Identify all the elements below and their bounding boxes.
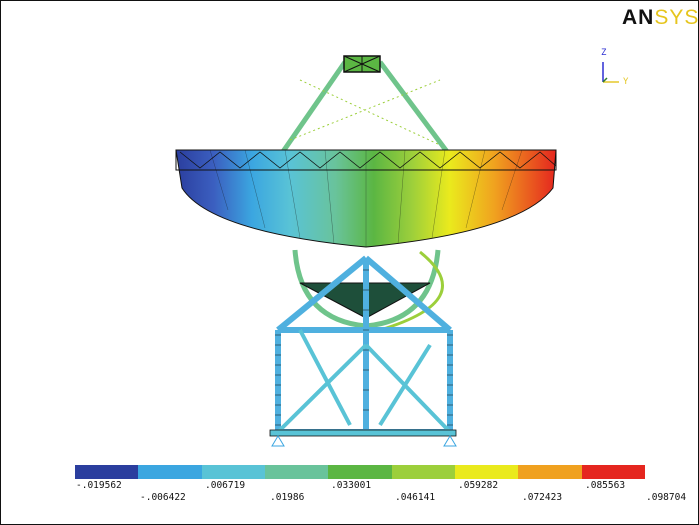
y-axis-label: Y	[623, 77, 629, 87]
legend-swatch	[264, 465, 329, 479]
legend-swatch	[391, 465, 455, 479]
contour-legend-bar	[75, 465, 645, 479]
antenna-model-view	[175, 55, 557, 447]
legend-label: .059282	[458, 480, 499, 491]
legend-label: -.019562	[76, 480, 122, 491]
base-tower-diagonals	[276, 329, 452, 434]
legend-swatch	[328, 465, 392, 479]
legend-label: -.006422	[140, 492, 186, 503]
legend-swatch	[201, 465, 265, 479]
feed-box-braces	[343, 55, 381, 73]
axis-triad: Z Y	[601, 48, 629, 87]
support-constraints	[271, 435, 457, 447]
legend-swatch	[518, 465, 582, 479]
legend-label: .046141	[395, 492, 436, 503]
x-axis-line	[602, 77, 608, 83]
legend-label: .006719	[205, 480, 246, 491]
legend-swatch	[75, 465, 139, 479]
legend-label: .085563	[585, 480, 626, 491]
feed-support-truss	[279, 60, 451, 155]
legend-label: .033001	[331, 480, 372, 491]
base-plate	[269, 429, 457, 437]
logo-text-part1: AN	[622, 6, 655, 29]
dish-panel-lines	[209, 149, 523, 247]
legend-label: .01986	[270, 492, 305, 503]
z-axis-label: Z	[601, 48, 607, 58]
dish-rim-truss	[175, 149, 557, 171]
dish-rim-bracing	[179, 151, 557, 169]
logo-text-part2: SYS	[654, 6, 699, 29]
legend-swatch	[138, 465, 202, 479]
legend-label: .072423	[522, 492, 563, 503]
legend-swatch	[581, 465, 645, 479]
elevation-wheel-arc	[379, 250, 444, 332]
feed-support-ties	[289, 79, 441, 146]
legend-label: .098704	[646, 492, 687, 503]
legend-swatch	[454, 465, 519, 479]
ansys-logo: ANSYS	[622, 6, 699, 30]
base-tower-hatching	[275, 269, 453, 426]
